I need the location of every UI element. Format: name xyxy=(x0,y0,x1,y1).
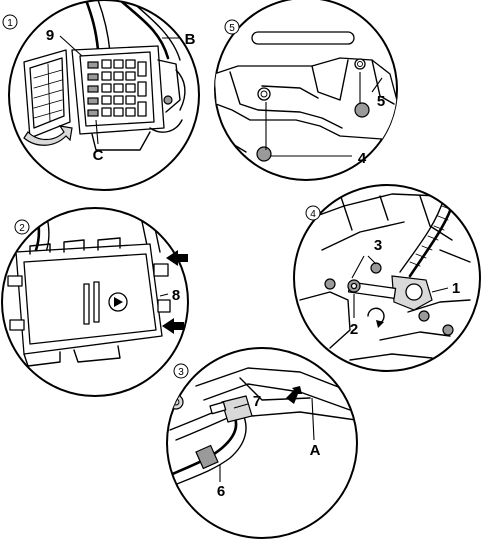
panel-3-step-badge xyxy=(173,363,189,379)
label-6: 6 xyxy=(217,483,225,500)
panel-3: 3 7 A 6 xyxy=(166,347,358,539)
push-arrow-upper xyxy=(166,250,188,266)
panel-4: 4 3 1 2 xyxy=(293,184,481,372)
panel-2-step-badge xyxy=(14,219,30,235)
panel-2-artwork xyxy=(7,210,171,367)
panel-5-step-number: 5 xyxy=(229,23,235,34)
label-C: C xyxy=(93,147,104,164)
panel-1-step-badge xyxy=(2,14,18,30)
label-1: 1 xyxy=(452,280,460,297)
panel-4-step-number: 4 xyxy=(310,209,316,220)
panel-3-frame xyxy=(166,347,358,539)
panel-3-step-number: 3 xyxy=(178,367,184,378)
panel-5: 5 5 4 xyxy=(214,0,398,181)
label-B: B xyxy=(185,31,196,48)
panel-4-step-badge xyxy=(305,205,321,221)
fuse-rows xyxy=(87,59,147,117)
push-arrow-lower xyxy=(162,318,184,334)
panel-5-step-badge xyxy=(224,19,240,35)
panel-1-step-number: 1 xyxy=(7,18,13,29)
label-7: 7 xyxy=(253,393,261,410)
panel-2: 2 8 xyxy=(1,207,189,397)
panel-4-frame xyxy=(293,184,481,372)
label-4: 4 xyxy=(358,150,367,167)
label-3: 3 xyxy=(374,237,382,254)
panel-2-step-number: 2 xyxy=(19,223,25,234)
push-arrow-down xyxy=(286,386,302,404)
label-A: A xyxy=(310,442,321,459)
label-9: 9 xyxy=(46,27,54,44)
panel-1: 1 9 B C xyxy=(2,0,200,191)
label-2: 2 xyxy=(350,321,358,338)
label-5: 5 xyxy=(377,93,385,110)
label-8: 8 xyxy=(172,287,180,304)
panel-1-artwork xyxy=(23,0,186,151)
panel-3-artwork xyxy=(167,367,357,487)
cable-ribs xyxy=(409,205,453,267)
